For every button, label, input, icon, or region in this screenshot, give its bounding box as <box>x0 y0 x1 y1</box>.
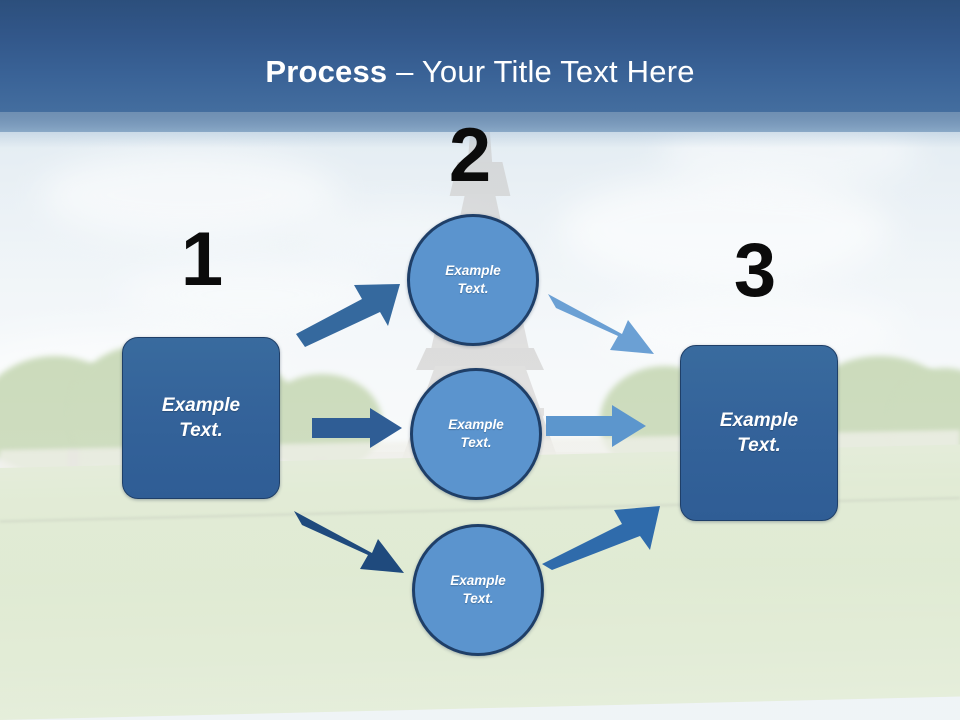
process-circle-top-line2: Text. <box>457 281 489 296</box>
process-box-right-text: Example Text. <box>720 408 798 458</box>
step-number-2: 2 <box>448 113 492 198</box>
page-title: Process – Your Title Text Here <box>0 53 960 91</box>
process-box-left-text: Example Text. <box>162 393 240 443</box>
process-circle-top[interactable]: Example Text. <box>407 214 539 346</box>
process-box-left-line1: Example <box>161 394 241 416</box>
arrow-circle-bottom-to-right[interactable] <box>542 502 662 572</box>
process-box-right-line1: Example <box>719 409 799 431</box>
process-circle-bottom-line2: Text. <box>462 591 494 606</box>
process-box-right-line2: Text. <box>737 435 781 456</box>
arrow-left-to-circle-middle[interactable] <box>312 408 402 448</box>
step-number-3: 3 <box>733 228 777 313</box>
step-number-1: 1 <box>180 217 224 302</box>
process-circle-middle-line1: Example <box>448 417 504 433</box>
process-circle-bottom[interactable]: Example Text. <box>412 524 544 656</box>
page-title-bold: Process <box>265 54 388 89</box>
process-box-right[interactable]: Example Text. <box>680 345 838 521</box>
process-circle-middle-text: Example Text. <box>448 416 504 452</box>
process-circle-top-text: Example Text. <box>445 262 501 298</box>
page-title-rest: – Your Title Text Here <box>387 54 695 89</box>
process-circle-bottom-text: Example Text. <box>450 572 506 608</box>
arrow-left-to-circle-bottom[interactable] <box>294 505 406 575</box>
title-banner <box>0 0 960 132</box>
arrow-circle-top-to-right[interactable] <box>548 288 656 356</box>
process-circle-top-line1: Example <box>445 263 501 279</box>
process-circle-middle-line2: Text. <box>460 435 492 450</box>
title-banner-fade <box>0 112 960 148</box>
arrow-circle-middle-to-right[interactable] <box>546 405 646 447</box>
arrow-left-to-circle-top[interactable] <box>296 282 402 348</box>
process-box-left-line2: Text. <box>179 420 223 441</box>
process-circle-middle[interactable]: Example Text. <box>410 368 542 500</box>
process-circle-bottom-line1: Example <box>450 573 506 589</box>
process-box-left[interactable]: Example Text. <box>122 337 280 499</box>
